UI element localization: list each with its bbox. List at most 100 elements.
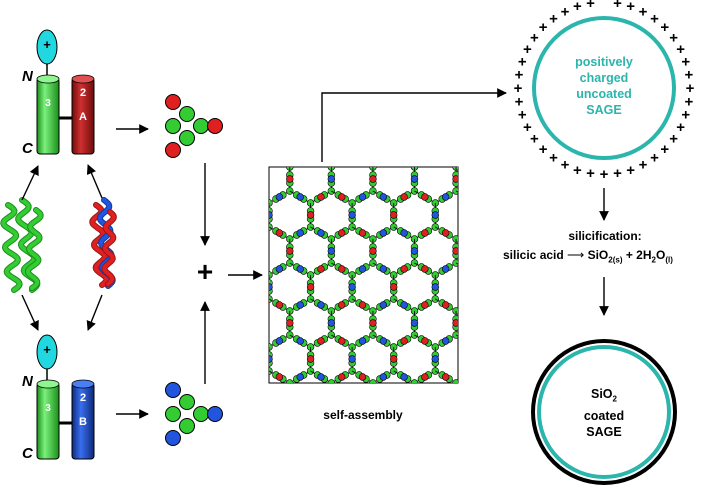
lattice-tip-ball [358, 193, 367, 201]
surface-charge-plus: + [639, 157, 648, 174]
lattice-vertex-ball [494, 188, 501, 195]
lattice-green-ball [425, 156, 432, 163]
lattice-vertex-ball [473, 200, 480, 207]
lattice-green-ball [245, 244, 252, 251]
lattice-tip-ball [275, 337, 284, 345]
lattice-green-ball [480, 196, 487, 203]
uncoated-sage-circle [532, 16, 676, 160]
charge-tag-top [36, 29, 58, 65]
lattice-edge [477, 263, 498, 275]
lattice-tip-ball [484, 302, 491, 309]
lattice-edge [372, 167, 373, 168]
lattice-edge [477, 191, 498, 203]
lattice-tip-ball [400, 229, 408, 237]
lattice-tip-ball [463, 302, 470, 309]
lattice-vertex-ball [494, 308, 501, 315]
lattice-green-ball [473, 352, 480, 359]
lattice-vertex-ball [286, 116, 293, 123]
surface-charge-plus: + [523, 119, 532, 136]
lattice-edge [455, 167, 457, 168]
lattice-green-ball [467, 124, 474, 131]
silicification-equation: silicic acid ⟶ SiO2(s) + 2H2O(l) [503, 248, 673, 264]
surface-charge-plus: + [515, 93, 524, 110]
lattice-tip-ball [380, 122, 387, 129]
surface-charge-plus: + [518, 53, 527, 70]
lattice-edge [248, 119, 269, 131]
lattice-green-ball [460, 376, 467, 383]
lattice-edge [352, 119, 373, 131]
lattice-green-ball [245, 172, 252, 179]
lattice-tip-ball [379, 229, 388, 237]
lattice-tip-ball [255, 122, 262, 129]
lattice-tip-ball [400, 265, 408, 273]
hub-bottom [165, 382, 223, 446]
surface-charges: +++++++++++++++++++++++++++++++++++++++ [514, 0, 695, 183]
lattice-tip-ball [431, 355, 439, 363]
uncoated-line-2: charged [579, 71, 629, 85]
lattice-green-ball [460, 160, 467, 167]
lattice-green-ball [494, 172, 501, 179]
hub-tip-ball [165, 430, 181, 446]
lattice-tip-ball [379, 193, 388, 201]
lattice-green-ball [467, 156, 474, 163]
helix-3-number-top: 3 [45, 98, 51, 109]
lattice-tip-ball [269, 355, 273, 363]
lattice-vertex-ball [452, 331, 458, 339]
lattice-vertex-ball [245, 188, 252, 195]
lattice-vertex-ball [224, 368, 231, 375]
lattice-green-ball [273, 124, 280, 131]
lattice-green-ball [245, 316, 252, 323]
lattice-green-ball [252, 120, 259, 127]
lattice-green-ball [397, 124, 404, 131]
lattice-green-ball [349, 136, 356, 143]
lattice-green-ball [460, 264, 467, 271]
lattice-green-ball [252, 160, 259, 167]
lattice-green-ball [238, 376, 245, 383]
hub-tip-ball [207, 118, 223, 134]
lattice-green-ball [473, 144, 480, 151]
lattice-green-ball [259, 300, 266, 307]
lattice-tip-ball [359, 158, 366, 165]
lattice-edge [372, 167, 374, 168]
lattice-green-ball [487, 192, 494, 199]
lattice-green-ball [480, 340, 487, 347]
lattice-green-ball [266, 144, 273, 151]
lattice-vertex-ball [494, 236, 501, 243]
lattice-tip-ball [234, 230, 241, 237]
lattice-green-ball [259, 228, 266, 235]
lattice-green-ball [279, 120, 286, 127]
lattice-tip-ball [275, 193, 284, 201]
lattice-green-ball [238, 120, 245, 127]
lattice-green-ball [231, 228, 238, 235]
lattice-tip-ball [307, 140, 314, 147]
lattice-tip-ball [286, 247, 294, 255]
lattice-tip-ball [369, 175, 377, 183]
lattice-tip-ball [473, 284, 480, 291]
lattice-tip-ball [297, 158, 304, 165]
n-terminus-label-bottom: N [22, 373, 33, 390]
lattice-edge [477, 335, 498, 347]
surface-charge-plus: + [660, 19, 669, 36]
lattice-edge [288, 167, 290, 168]
lattice-edge [311, 119, 332, 131]
lattice-green-ball [494, 316, 501, 323]
uncoated-line-4: SAGE [586, 103, 622, 117]
lattice-vertex-ball [452, 259, 458, 267]
red-blue-ribbon-structure [89, 197, 117, 289]
lattice-green-ball [349, 144, 356, 151]
lattice-edge [455, 237, 458, 240]
lattice-green-ball [245, 252, 252, 259]
lattice-vertex-ball [349, 152, 356, 159]
lattice-tip-ball [441, 373, 450, 381]
lattice-tip-ball [317, 193, 325, 201]
surface-charge-plus: + [515, 67, 524, 84]
surface-charge-plus: + [530, 131, 539, 148]
lattice-tip-ball [338, 301, 346, 309]
lattice-green-ball [238, 160, 245, 167]
lattice-tip-ball [421, 337, 429, 345]
helix-2-label-top: 2 [79, 87, 87, 99]
arrow-to-uncoated [321, 88, 507, 162]
lattice-green-ball [273, 156, 280, 163]
lattice-tip-ball [401, 158, 408, 165]
